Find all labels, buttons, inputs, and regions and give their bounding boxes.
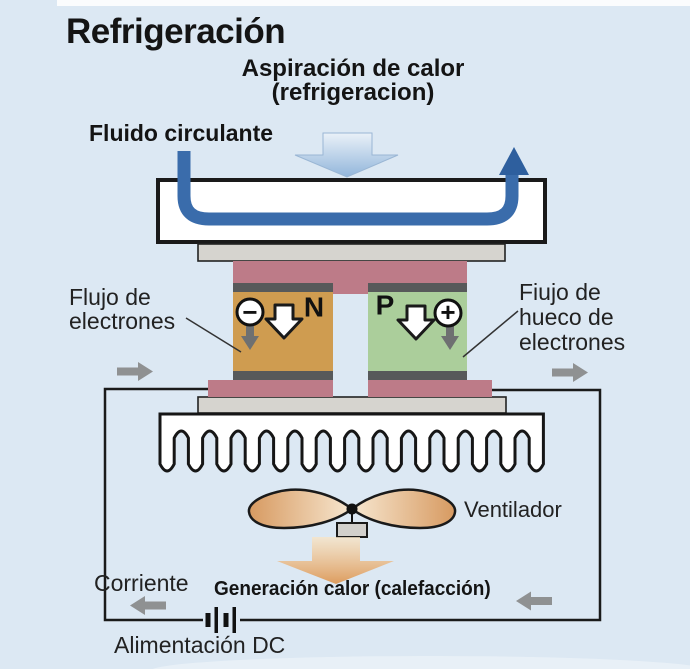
dc-supply-label: Alimentación DC: [114, 632, 286, 658]
electron-flow-line1: Flujo de: [69, 284, 151, 310]
heat-absorption-arrow: [294, 132, 399, 178]
heat-exchanger-box: [156, 178, 547, 244]
p-type-label: P: [376, 290, 395, 321]
current-arrow-bottom-left: [130, 596, 166, 615]
circuit-wire-right: [240, 388, 602, 622]
circulating-fluid-label: Fluido circulante: [89, 120, 274, 146]
copper-electrode-bottom-right: [368, 380, 492, 397]
n-type-label: N: [304, 292, 324, 323]
heat-absorption-label: Aspiración de calor (refrigeracion): [207, 57, 499, 105]
dc-battery-icon: [205, 607, 236, 633]
hole-flow-line3: electrones: [519, 329, 626, 355]
page-title: Refrigeración: [66, 12, 286, 51]
circuit-wire-left: [103, 387, 208, 622]
pointer-line-electron-flow: [185, 317, 242, 353]
hole-flow-line2: hueco de: [519, 304, 614, 330]
contact-strip-top-n: [233, 283, 333, 292]
coolant-tube: [177, 151, 519, 226]
bottom-sheen: [152, 656, 690, 669]
hole-flow-label: Fiujo de hueco de electrones: [519, 280, 625, 355]
heat-generation-label: Generación calor (calefacción): [214, 578, 491, 600]
heatsink-body: [158, 412, 545, 473]
plus-terminal-icon: [433, 298, 463, 328]
contact-strip-bottom-n: [233, 371, 333, 380]
current-label: Corriente: [94, 570, 189, 596]
heat-generation-arrow: [277, 537, 394, 584]
page-top-edge: [57, 0, 690, 6]
ceramic-plate-top: [197, 243, 506, 262]
heat-absorption-line2: (refrigeracion): [271, 79, 435, 106]
ceramic-plate-bottom: [197, 396, 507, 414]
fan-blade-left: [247, 488, 355, 530]
minus-terminal-icon: [235, 297, 265, 327]
fan-blade-right: [349, 488, 457, 530]
current-arrow-right-mid: [552, 363, 588, 382]
hole-flow-line1: Fiujo de: [519, 279, 601, 305]
pointer-line-hole-flow: [462, 310, 519, 358]
electron-flow-label: Flujo de electrones: [69, 285, 175, 333]
coolant-outlet-arrow: [499, 147, 529, 175]
fan: [247, 488, 457, 538]
contact-strip-top-p: [368, 283, 467, 292]
heat-absorption-line1: Aspiración de calor: [241, 55, 465, 82]
plus-symbol: +: [440, 297, 455, 327]
copper-bridge: [333, 261, 368, 294]
copper-electrode-bottom-left: [208, 380, 333, 397]
fan-hub: [346, 503, 358, 515]
fan-motor: [336, 522, 368, 538]
current-arrow-left-mid: [117, 362, 153, 381]
electron-flow-line2: electrones: [69, 308, 176, 334]
fan-label: Ventilador: [464, 497, 562, 522]
minus-symbol: −: [242, 297, 257, 327]
contact-strip-bottom-p: [368, 371, 467, 380]
current-arrow-bottom-right: [516, 591, 552, 611]
